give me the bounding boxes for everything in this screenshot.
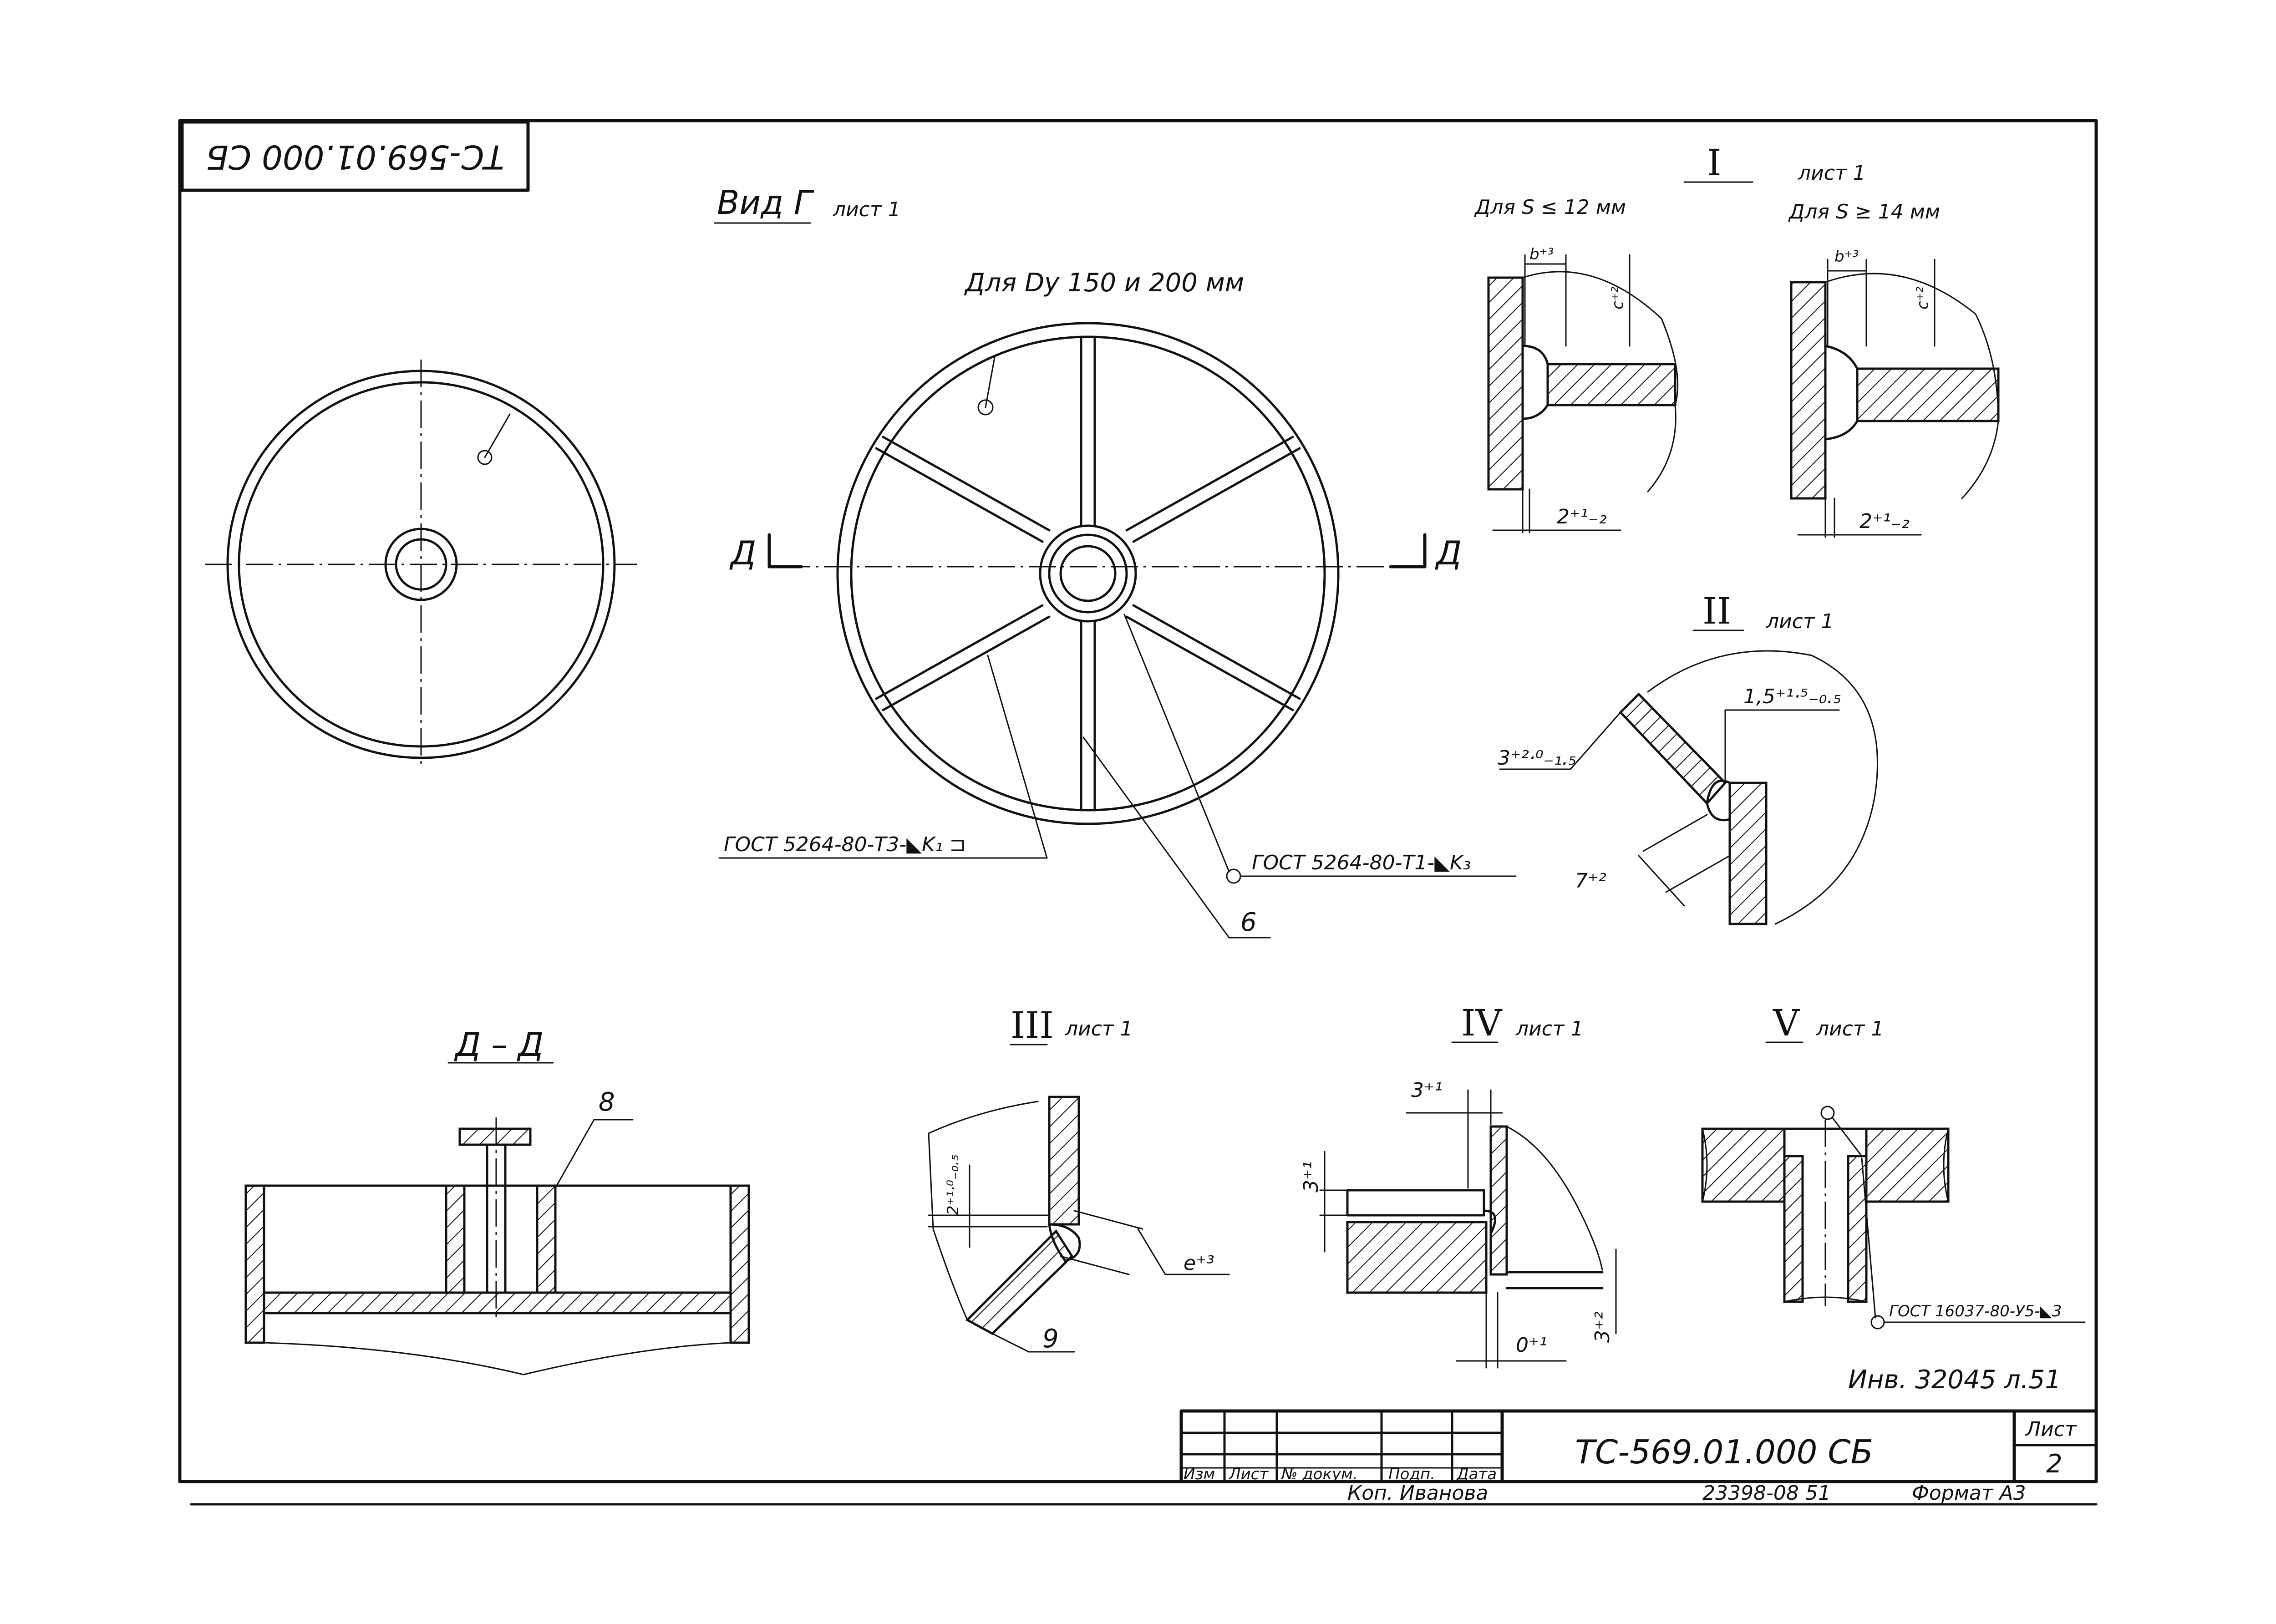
detail-1-dim-c-left: c⁺² — [1609, 286, 1627, 310]
rotated-stamp-code: ТС-569.01.000 СБ — [206, 138, 504, 176]
inventory-number: Инв. 32045 л.51 — [1848, 1365, 2061, 1395]
detail-4-roman: IV — [1461, 1002, 1503, 1044]
detail-5-roman: V — [1773, 1002, 1800, 1044]
detail-1-dim-gap-right: 2⁺¹₋₂ — [1859, 510, 1910, 533]
detail-1-right-caption: Для S ≥ 14 мм — [1788, 200, 1940, 223]
col-list: Лист — [1228, 1465, 1269, 1483]
detail-1-dim-b-right: b⁺³ — [1834, 248, 1859, 266]
detail-4-dim-right: 3⁺² — [1591, 1311, 1614, 1343]
detail-4-dim-top: 3⁺¹ — [1411, 1079, 1443, 1102]
col-doc: № докум. — [1280, 1465, 1358, 1483]
weld-label-t1: ГОСТ 5264-80-Т1-◣K₃ — [1252, 851, 1471, 874]
wheel-spokes — [875, 335, 1301, 812]
format-label: Формат А3 — [1912, 1482, 2026, 1505]
part-8-label: 8 — [599, 1087, 615, 1117]
sheet-number: 2 — [2046, 1449, 2063, 1479]
detail-1-left-caption: Для S ≤ 12 мм — [1474, 196, 1626, 219]
view-g-sheet: лист 1 — [833, 198, 901, 221]
title-block: Инв. 32045 л.51 Изм Лист № докум. Подп. … — [1179, 1365, 2098, 1505]
weld-label-16037: ГОСТ 16037-80-У5-◣3 — [1889, 1302, 2062, 1320]
detail-2-roman: II — [1702, 590, 1731, 632]
document-code: ТС-569.01.000 СБ — [1575, 1433, 1873, 1471]
detail-2-dim-b: 3⁺²·⁰₋₁.₅ — [1498, 746, 1576, 770]
detail-3-sheet: лист 1 — [1065, 1017, 1133, 1040]
view-g-title: Вид Г — [717, 183, 814, 222]
rotated-stamp: ТС-569.01.000 СБ — [180, 120, 530, 192]
sheet-frame — [178, 119, 2098, 1483]
detail-4-sheet: лист 1 — [1515, 1017, 1584, 1040]
detail-4-dim-bottom: 0⁺¹ — [1516, 1334, 1547, 1357]
dy-note: Для Dy 150 и 200 мм — [964, 268, 1244, 298]
detail-1-sheet: лист 1 — [1798, 162, 1866, 185]
col-izm: Изм — [1184, 1465, 1215, 1483]
detail-2-dim-a: 1,5⁺¹·⁵₋₀.₅ — [1743, 685, 1841, 708]
detail-3: III лист 1 2⁺¹·⁰₋₀.₅ e⁺³ 9 — [928, 1004, 1230, 1354]
detail-1-dim-b-left: b⁺³ — [1529, 245, 1554, 264]
section-mark-left: Д — [729, 534, 756, 572]
part-6-label: 6 — [1240, 908, 1257, 937]
view-g: Вид Г лист 1 Для Dy 150 и 200 мм Д — [205, 183, 1517, 939]
detail-3-dim-e: e⁺³ — [1184, 1252, 1214, 1275]
detail-4: IV лист 1 3⁺¹ 3⁺¹ 3⁺² 0⁺¹ — [1300, 1002, 1617, 1369]
section-mark-right: Д — [1435, 534, 1462, 572]
col-sign: Подп. — [1388, 1465, 1435, 1483]
detail-1-dim-c-right: c⁺² — [1914, 286, 1932, 310]
detail-5: V лист 1 ГОСТ 16037-80-У5-◣3 — [1701, 1002, 2086, 1330]
detail-3-dim-a: 2⁺¹·⁰₋₀.₅ — [944, 1154, 962, 1215]
weld-label-t3: ГОСТ 5264-80-Т3-◣K₁ ⊐ — [724, 833, 966, 856]
detail-2: II лист 1 1,5⁺¹·⁵₋₀.₅ 3⁺²·⁰₋₁.₅ 7⁺² — [1498, 590, 1878, 925]
section-dd: Д – Д 8 — [244, 1025, 750, 1375]
order-number: 23398-08 51 — [1702, 1482, 1831, 1505]
detail-4-dim-left: 3⁺¹ — [1300, 1161, 1323, 1193]
col-date: Дата — [1456, 1465, 1497, 1483]
section-dd-title: Д – Д — [454, 1025, 544, 1064]
detail-2-dim-c: 7⁺² — [1575, 869, 1606, 893]
detail-1: I лист 1 Для S ≤ 12 мм Для S ≥ 14 мм b⁺³… — [1474, 142, 2000, 538]
detail-5-sheet: лист 1 — [1816, 1017, 1884, 1040]
detail-1-roman: I — [1707, 142, 1722, 184]
detail-2-sheet: лист 1 — [1766, 610, 1834, 633]
sheet-label: Лист — [2025, 1418, 2077, 1441]
detail-3-roman: III — [1011, 1004, 1054, 1046]
part-9-label: 9 — [1042, 1324, 1059, 1354]
detail-1-dim-gap-left: 2⁺¹₋₂ — [1557, 505, 1607, 528]
copied-by: Коп. Иванова — [1347, 1482, 1488, 1505]
